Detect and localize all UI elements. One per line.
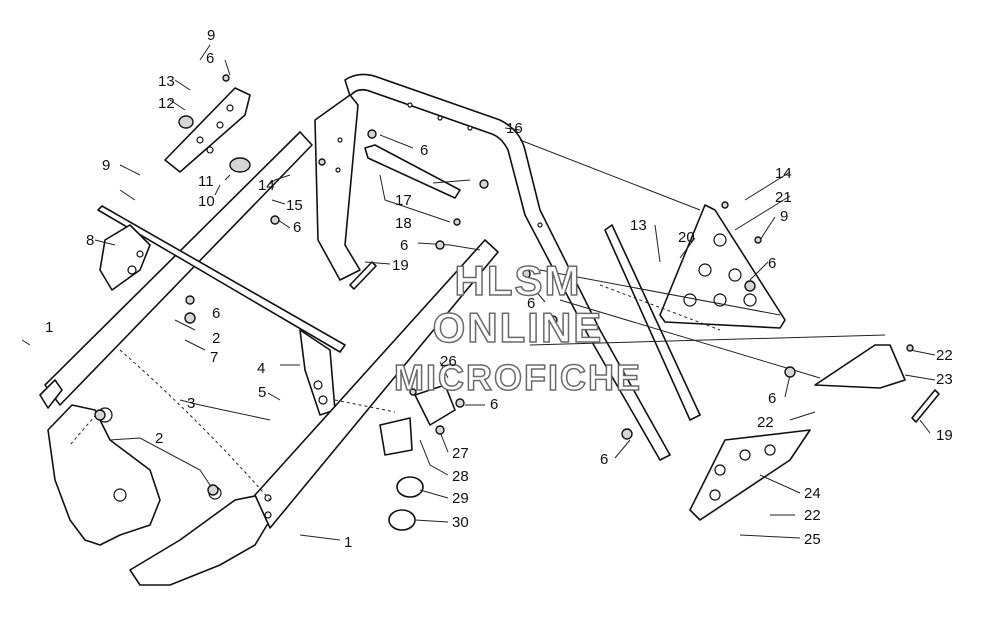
- switch-assembly: [379, 384, 456, 456]
- callout-8: 8: [86, 232, 94, 249]
- callout-3: 3: [187, 395, 195, 412]
- leader-lines: [21, 44, 936, 541]
- callout-13: 13: [630, 217, 647, 234]
- callout-6: 6: [206, 50, 214, 67]
- callout-9: 9: [102, 157, 110, 174]
- callout-22: 22: [936, 347, 953, 364]
- callout-21: 21: [775, 189, 792, 206]
- hardware-fasteners: [94, 74, 914, 496]
- callout-20: 20: [678, 229, 695, 246]
- lower-rail: [254, 239, 499, 529]
- callout-13: 13: [158, 73, 175, 90]
- callout-10: 10: [198, 193, 215, 210]
- callout-6: 6: [527, 295, 535, 312]
- callout-1: 1: [344, 534, 352, 551]
- callout-9: 9: [207, 27, 215, 44]
- right-side-panel: [659, 204, 786, 329]
- callout-7: 7: [210, 349, 218, 366]
- callout-6: 6: [768, 255, 776, 272]
- callout-23: 23: [936, 371, 953, 388]
- callout-16: 16: [506, 120, 523, 137]
- left-brace: [299, 329, 336, 416]
- callout-2: 2: [155, 430, 163, 447]
- clamp-ring-29: [396, 476, 424, 498]
- callout-4: 4: [257, 360, 265, 377]
- clamp-ring-30: [388, 509, 416, 531]
- cross-tube: [97, 205, 346, 353]
- bottom-right-panel: [689, 429, 811, 521]
- callout-6: 6: [600, 451, 608, 468]
- callout-5: 5: [258, 384, 266, 401]
- callout-6: 6: [212, 305, 220, 322]
- callout-6: 6: [490, 396, 498, 413]
- callout-22: 22: [804, 507, 821, 524]
- callout-6: 6: [293, 219, 301, 236]
- callout-26: 26: [440, 353, 457, 370]
- watermark: HLSM ONLINE MICROFICHE: [393, 256, 642, 399]
- callout-30: 30: [452, 514, 469, 531]
- top-mount-plate: [164, 87, 251, 173]
- pin-right: [911, 389, 940, 423]
- callout-27: 27: [452, 445, 469, 462]
- callout-28: 28: [452, 468, 469, 485]
- callout-25: 25: [804, 531, 821, 548]
- callout-19: 19: [392, 257, 409, 274]
- callout-2: 2: [212, 330, 220, 347]
- watermark-line3: MICROFICHE: [394, 357, 642, 398]
- callout-1: 1: [45, 319, 53, 336]
- callout-14: 14: [258, 177, 275, 194]
- callout-6: 6: [768, 390, 776, 407]
- right-bracket: [814, 344, 906, 389]
- watermark-line1: HLSM: [455, 257, 582, 304]
- callout-14: 14: [775, 165, 792, 182]
- callout-11: 11: [198, 173, 214, 190]
- strap-bracket: [364, 144, 461, 199]
- hoop-upright-bracket: [314, 94, 361, 281]
- front-frame-tube: [39, 131, 313, 409]
- pin-left: [349, 261, 377, 290]
- rubber-mount: [229, 157, 251, 173]
- callout-9: 9: [780, 208, 788, 225]
- callout-labels: 1 1 2 2 3 4 5 6 6 6 6 6 6 6 6 6 6 7 8 9 …: [45, 27, 953, 551]
- roll-cage-hoop: [344, 73, 671, 461]
- callout-24: 24: [804, 485, 821, 502]
- callout-6: 6: [420, 142, 428, 159]
- callout-22: 22: [757, 414, 774, 431]
- callout-18: 18: [395, 215, 412, 232]
- watermark-line2: ONLINE: [433, 304, 604, 351]
- callout-17: 17: [395, 192, 412, 209]
- diagonal-strap: [604, 224, 701, 421]
- callout-6: 6: [400, 237, 408, 254]
- callout-19: 19: [936, 427, 953, 444]
- rubber-bumper: [178, 115, 194, 129]
- callout-12: 12: [158, 95, 175, 112]
- callout-29: 29: [452, 490, 469, 507]
- callout-15: 15: [286, 197, 303, 214]
